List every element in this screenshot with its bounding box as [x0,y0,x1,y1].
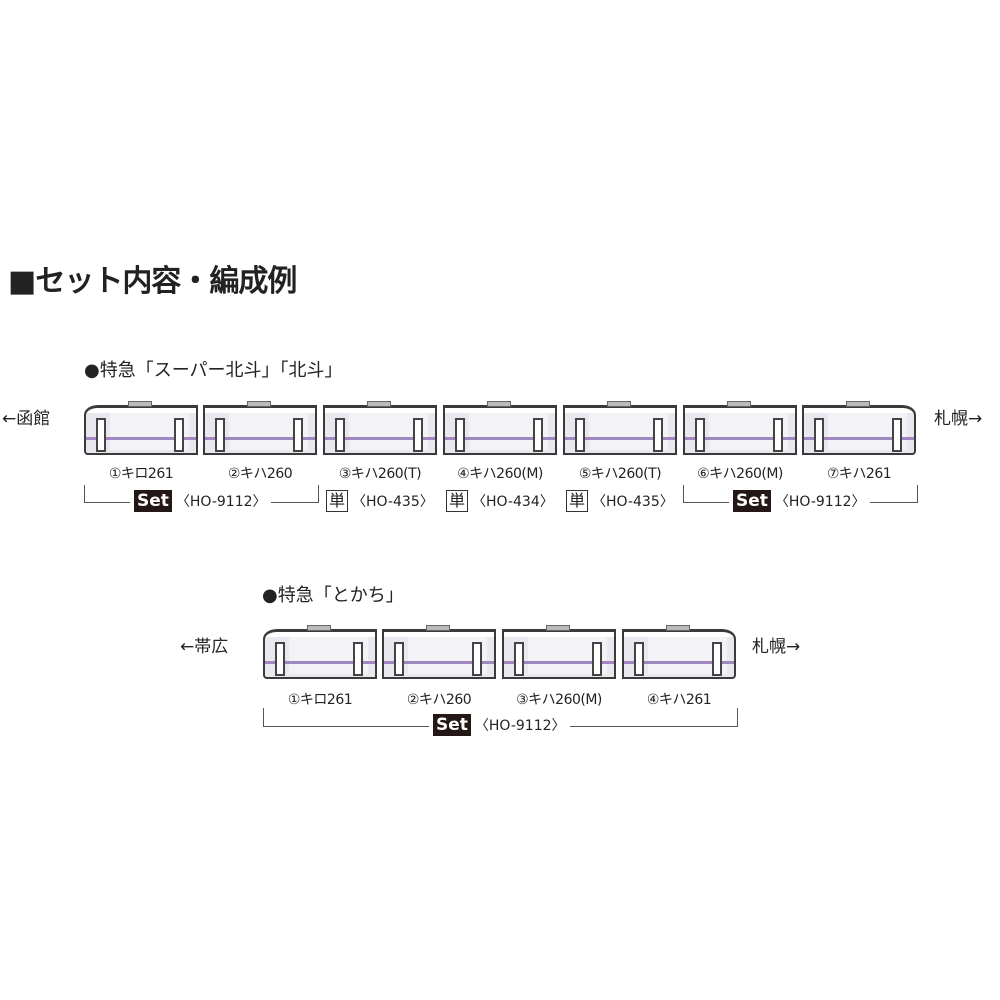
car-label: ②キハ260 [406,692,472,708]
car-stripe [445,437,555,440]
page-title: ■セット内容・編成例 [8,264,297,299]
train-car [622,625,736,679]
product-code: 〈HO-435〉 [592,494,674,510]
train-car [502,625,616,679]
product-badge: 単〈HO-435〉 [562,490,678,512]
car-label: ⑥キハ260(M) [697,466,783,482]
car-stripe [205,437,315,440]
product-badge: Set〈HO-9112〉 [729,490,870,512]
train-car [443,401,557,455]
car-door [293,418,303,452]
car-door [814,418,824,452]
car-door [892,418,902,452]
car-roof [845,401,870,407]
train-car [802,401,916,455]
direction-to-sapporo: 札幌→ [934,409,983,429]
formation-title-tokachi: ●特急「とかち」 [262,585,404,606]
set-badge: Set [134,490,172,512]
car-door [533,418,543,452]
product-code: 〈HO-435〉 [352,494,434,510]
car-door [773,418,783,452]
direction-from-hakodate: ←函館 [2,409,51,429]
car-roof [665,625,690,631]
car-door [96,418,106,452]
car-roof [306,625,331,631]
car-door [394,642,404,676]
car-door [335,418,345,452]
car-label: ⑦キハ261 [826,466,892,482]
car-door [695,418,705,452]
direction-from-obihiro: ←帯広 [180,637,229,657]
set-badge: Set [733,490,771,512]
car-door [634,642,644,676]
car-label: ⑤キハ260(T) [578,466,662,482]
product-badge: Set〈HO-9112〉 [130,490,271,512]
product-code: 〈HO-9112〉 [774,494,866,510]
car-door [712,642,722,676]
car-label: ②キハ260 [227,466,293,482]
product-code: 〈HO-434〉 [472,494,554,510]
direction-to-sapporo-2: 札幌→ [752,637,801,657]
car-label: ①キロ261 [287,692,353,708]
train-car [84,401,198,455]
car-stripe [565,437,675,440]
car-label: ④キハ261 [646,692,712,708]
single-car-badge: 単 [566,490,589,512]
car-stripe [265,661,375,664]
car-roof [545,625,570,631]
train-car [563,401,677,455]
car-stripe [504,661,614,664]
set-badge: Set [433,714,471,736]
single-car-badge: 単 [446,490,469,512]
train-car [263,625,377,679]
product-badge: Set〈HO-9112〉 [429,714,570,736]
car-roof [366,401,391,407]
car-stripe [804,437,914,440]
car-door [353,642,363,676]
car-roof [486,401,511,407]
single-car-badge: 単 [326,490,349,512]
car-label: ④キハ260(M) [457,466,543,482]
car-door [275,642,285,676]
car-stripe [624,661,734,664]
train-car [382,625,496,679]
car-roof [425,625,450,631]
product-code: 〈HO-9112〉 [175,494,267,510]
car-roof [127,401,152,407]
car-label: ③キハ260(T) [338,466,422,482]
car-door [575,418,585,452]
car-door [653,418,663,452]
car-stripe [325,437,435,440]
product-badge: 単〈HO-435〉 [322,490,438,512]
car-stripe [685,437,795,440]
train-car [683,401,797,455]
car-door [174,418,184,452]
product-badge: 単〈HO-434〉 [442,490,558,512]
car-label: ①キロ261 [108,466,174,482]
car-stripe [384,661,494,664]
formation-title-hokuto: ●特急「スーパー北斗」「北斗」 [84,360,343,381]
car-door [514,642,524,676]
car-stripe [86,437,196,440]
car-roof [246,401,271,407]
car-door [472,642,482,676]
car-label: ③キハ260(M) [516,692,602,708]
car-door [413,418,423,452]
train-car [203,401,317,455]
car-roof [726,401,751,407]
car-door [592,642,602,676]
car-door [215,418,225,452]
product-code: 〈HO-9112〉 [474,718,566,734]
car-door [455,418,465,452]
train-car [323,401,437,455]
car-roof [606,401,631,407]
